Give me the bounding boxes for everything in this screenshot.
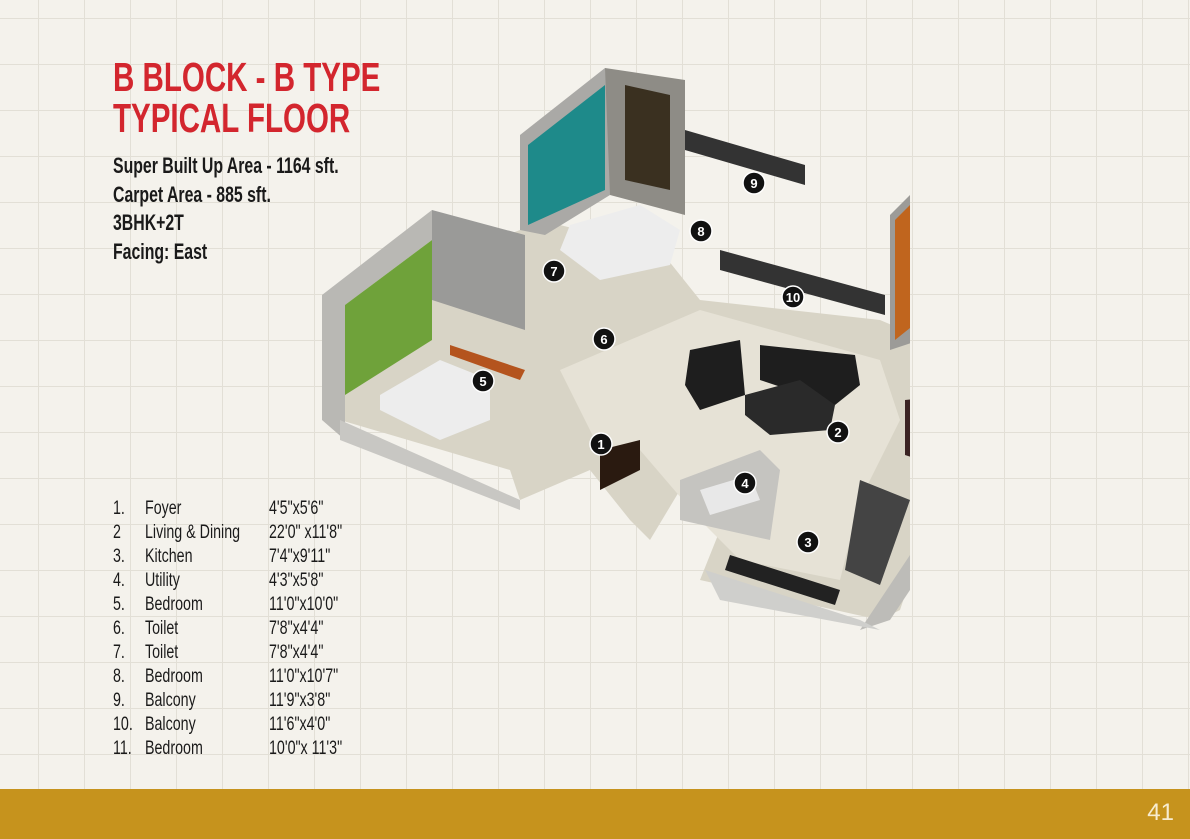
marker-circle (589, 432, 613, 456)
title-line-2: TYPICAL FLOOR (113, 95, 351, 141)
marker-circle (826, 420, 850, 444)
room-number: 4. (113, 570, 125, 591)
marker-label: 3 (804, 535, 811, 550)
room-marker-1: 1 (589, 432, 613, 456)
balcony-railing (685, 130, 805, 185)
bedroom11-accent-wall (895, 205, 910, 340)
marker-label: 10 (786, 290, 800, 305)
room-number: 9. (113, 690, 125, 711)
room-number: 2 (113, 522, 121, 543)
footer-band: 41 (0, 789, 1190, 839)
room-number: 5. (113, 594, 125, 615)
room-marker-10: 10 (781, 285, 805, 309)
marker-label: 4 (741, 476, 749, 491)
room-size: 7'4"x9'11" (269, 546, 331, 567)
marker-label: 7 (550, 264, 557, 279)
main-door (600, 440, 640, 490)
wall (322, 210, 432, 440)
room-marker-8: 8 (689, 219, 713, 243)
room-size: 11'6"x4'0" (269, 714, 331, 735)
marker-label: 6 (600, 332, 607, 347)
kitchen-counter (845, 480, 910, 585)
title-line-1: B BLOCK - B TYPE (113, 54, 381, 100)
marker-circle (781, 285, 805, 309)
dining-table (905, 399, 910, 457)
bed-5 (380, 360, 490, 440)
marker-circle (592, 327, 616, 351)
room-name: Bedroom (145, 666, 203, 687)
room-size: 22'0" x11'8" (269, 522, 343, 543)
room-marker-4: 4 (733, 471, 757, 495)
wall (432, 210, 525, 330)
room-name: Bedroom (145, 594, 203, 615)
room-number: 1. (113, 498, 125, 519)
room-marker-6: 6 (592, 327, 616, 351)
room-size: 7'8"x4'4" (269, 642, 324, 663)
floor-plan-3d: 1234567891011 (322, 68, 910, 630)
room-name: Utility (145, 570, 180, 591)
room-number: 8. (113, 666, 125, 687)
sofa (760, 345, 860, 405)
room-marker-3: 3 (796, 530, 820, 554)
tv-unit (450, 345, 525, 380)
sofa (685, 340, 745, 410)
room-name: Balcony (145, 714, 196, 735)
marker-circle (742, 171, 766, 195)
room-size: 4'3"x5'8" (269, 570, 324, 591)
facing: Facing: East (113, 238, 208, 264)
marker-label: 8 (697, 224, 704, 239)
room-name: Foyer (145, 498, 182, 519)
specs: Super Built Up Area - 1164 sft. Carpet A… (113, 152, 426, 266)
room-size: 11'0"x10'0" (269, 594, 339, 615)
bedroom5-accent-wall (345, 240, 432, 395)
marker-circle (542, 259, 566, 283)
marker-label: 1 (597, 437, 604, 452)
marker-circle (796, 530, 820, 554)
marker-circle (689, 219, 713, 243)
room-number: 6. (113, 618, 125, 639)
room-name: Bedroom (145, 738, 203, 759)
carpet-area: Carpet Area - 885 sft. (113, 181, 271, 207)
marker-label: 5 (479, 374, 486, 389)
kitchen-counter (725, 555, 840, 605)
room-size: 11'0"x10'7" (269, 666, 339, 687)
bed-8 (560, 205, 680, 280)
bedroom8-accent-wall (528, 85, 605, 225)
marker-circle (471, 369, 495, 393)
super-built-up-area: Super Built Up Area - 1164 sft. (113, 153, 339, 178)
page-number: 41 (1147, 799, 1174, 826)
room-size: 7'8"x4'4" (269, 618, 324, 639)
room-marker-9: 9 (742, 171, 766, 195)
room-name: Toilet (145, 642, 179, 663)
room-number: 11. (113, 738, 132, 759)
page-title: B BLOCK - B TYPE TYPICAL FLOOR (113, 57, 484, 139)
room-markers: 1234567891011 (471, 171, 850, 554)
room-marker-5: 5 (471, 369, 495, 393)
room-name: Toilet (145, 618, 179, 639)
wall (340, 420, 520, 510)
marker-label: 9 (750, 176, 757, 191)
room-size: 10'0"x 11'3" (269, 738, 343, 759)
room-number: 7. (113, 642, 125, 663)
marker-circle (733, 471, 757, 495)
room-number: 3. (113, 546, 125, 567)
room-marker-7: 7 (542, 259, 566, 283)
window-curtain (625, 85, 670, 190)
configuration: 3BHK+2T (113, 210, 184, 235)
balcony-railing (720, 250, 885, 315)
room-name: Kitchen (145, 546, 193, 567)
coffee-table (745, 380, 835, 435)
marker-label: 2 (834, 425, 841, 440)
room-size: 11'9"x3'8" (269, 690, 331, 711)
room-name: Living & Dining (145, 522, 241, 543)
room-name: Balcony (145, 690, 196, 711)
room-marker-2: 2 (826, 420, 850, 444)
wall (705, 570, 880, 630)
room-number: 10. (113, 714, 133, 735)
wall (860, 555, 910, 630)
room-size: 4'5"x5'6" (269, 498, 324, 519)
